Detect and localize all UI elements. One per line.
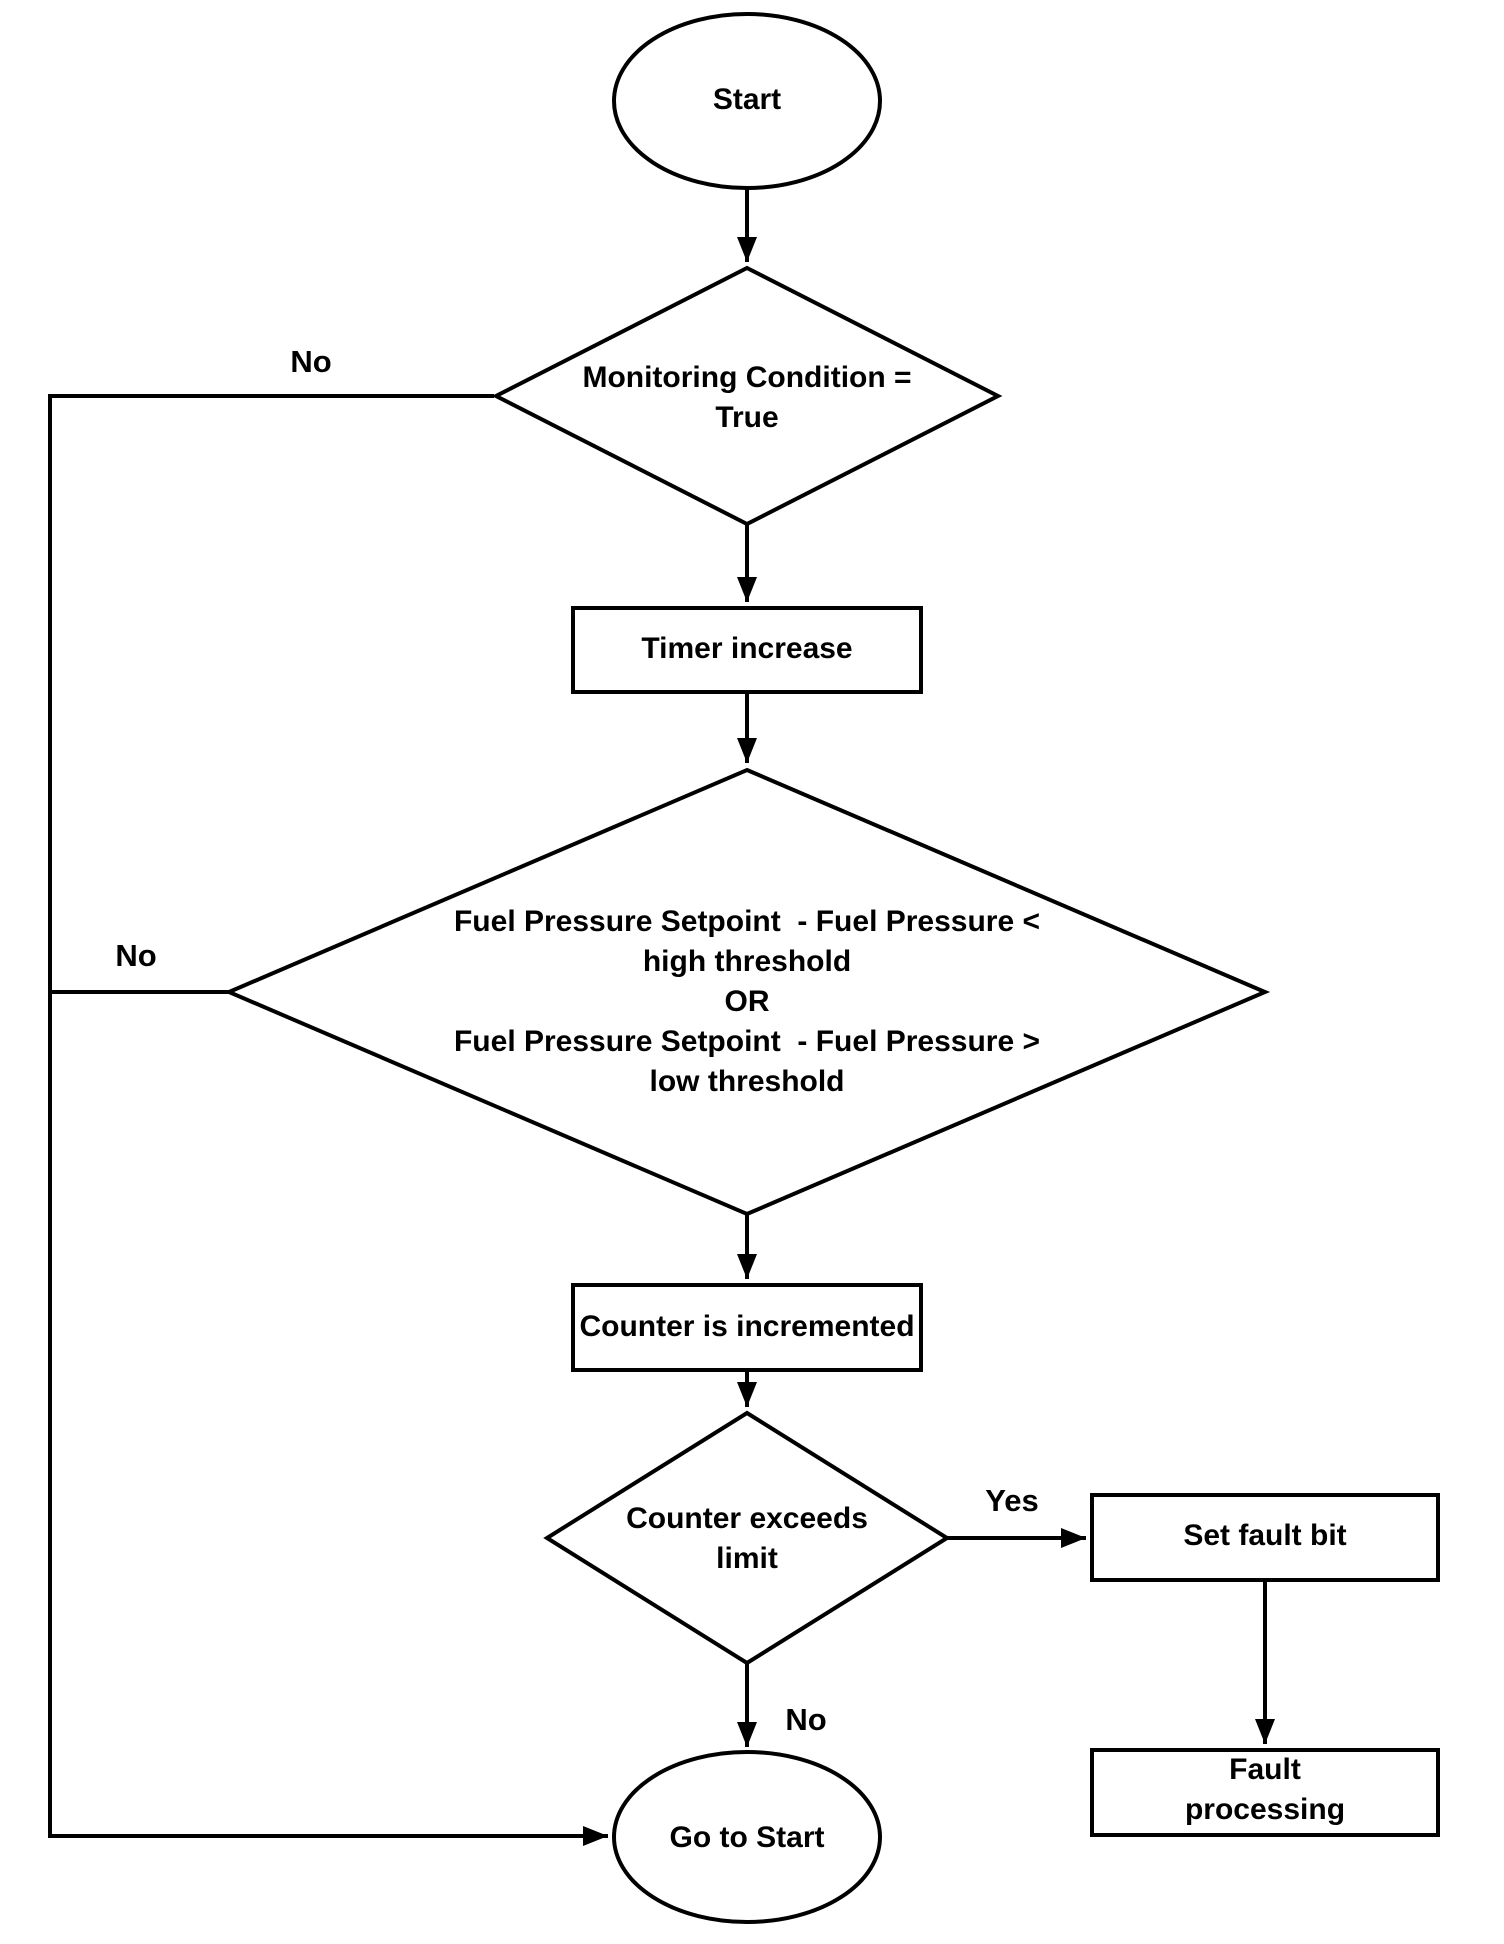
start-terminator-shape (612, 12, 882, 190)
fault-processing-label: Fault processing (1184, 1753, 1346, 1826)
no-loop-rail-connector (48, 394, 608, 1846)
limit-decision-shape (543, 1410, 951, 1666)
counter-yes-label: Yes (985, 1483, 1039, 1518)
monitoring-no-label: No (290, 344, 332, 379)
fault-processing-shape (1090, 1748, 1440, 1837)
counter-no-label: No (785, 1702, 827, 1737)
goto-start-terminator-shape (612, 1750, 882, 1924)
pressure-check-label: Fuel Pressure Setpoint - Fuel Pressure <… (453, 905, 1041, 1098)
set-fault-process-shape (1090, 1493, 1440, 1582)
timer-process-shape (571, 606, 923, 694)
timer-increase-label: Timer increase (641, 632, 853, 665)
counter-process-shape (571, 1283, 923, 1372)
set-fault-bit-label: Set fault bit (1183, 1519, 1347, 1552)
monitoring-condition-label: Monitoring Condition = True (582, 361, 912, 434)
monitoring-decision-shape (491, 265, 1003, 527)
counter-incremented-label: Counter is incremented (579, 1310, 915, 1343)
pressure-decision-shape (223, 767, 1271, 1217)
go-to-start-label: Go to Start (669, 1821, 825, 1854)
start-label: Start (712, 83, 782, 116)
counter-exceeds-label: Counter exceeds limit (626, 1502, 868, 1575)
pressure-no-label: No (115, 938, 157, 973)
